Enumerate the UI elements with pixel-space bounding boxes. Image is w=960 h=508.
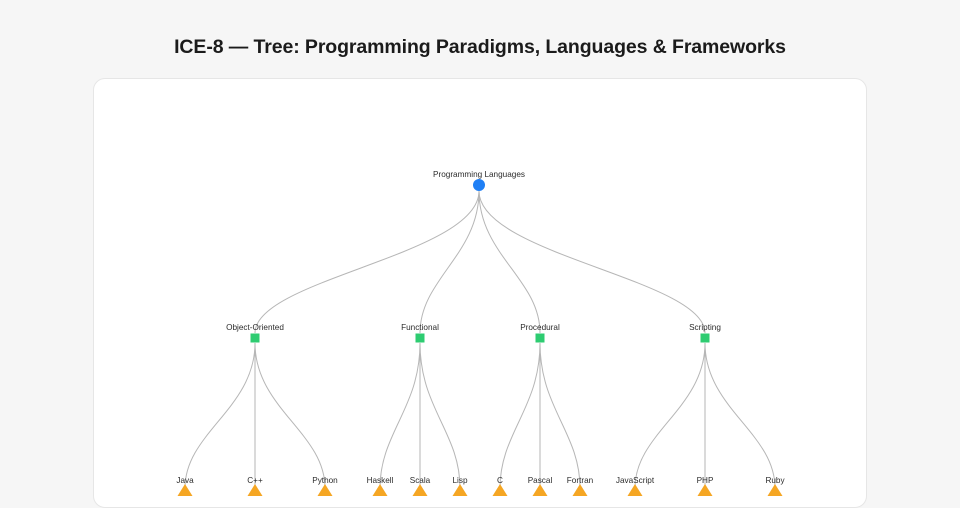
page-title: ICE-8 — Tree: Programming Paradigms, Lan… [174,36,786,58]
tree-canvas-card [93,78,867,508]
